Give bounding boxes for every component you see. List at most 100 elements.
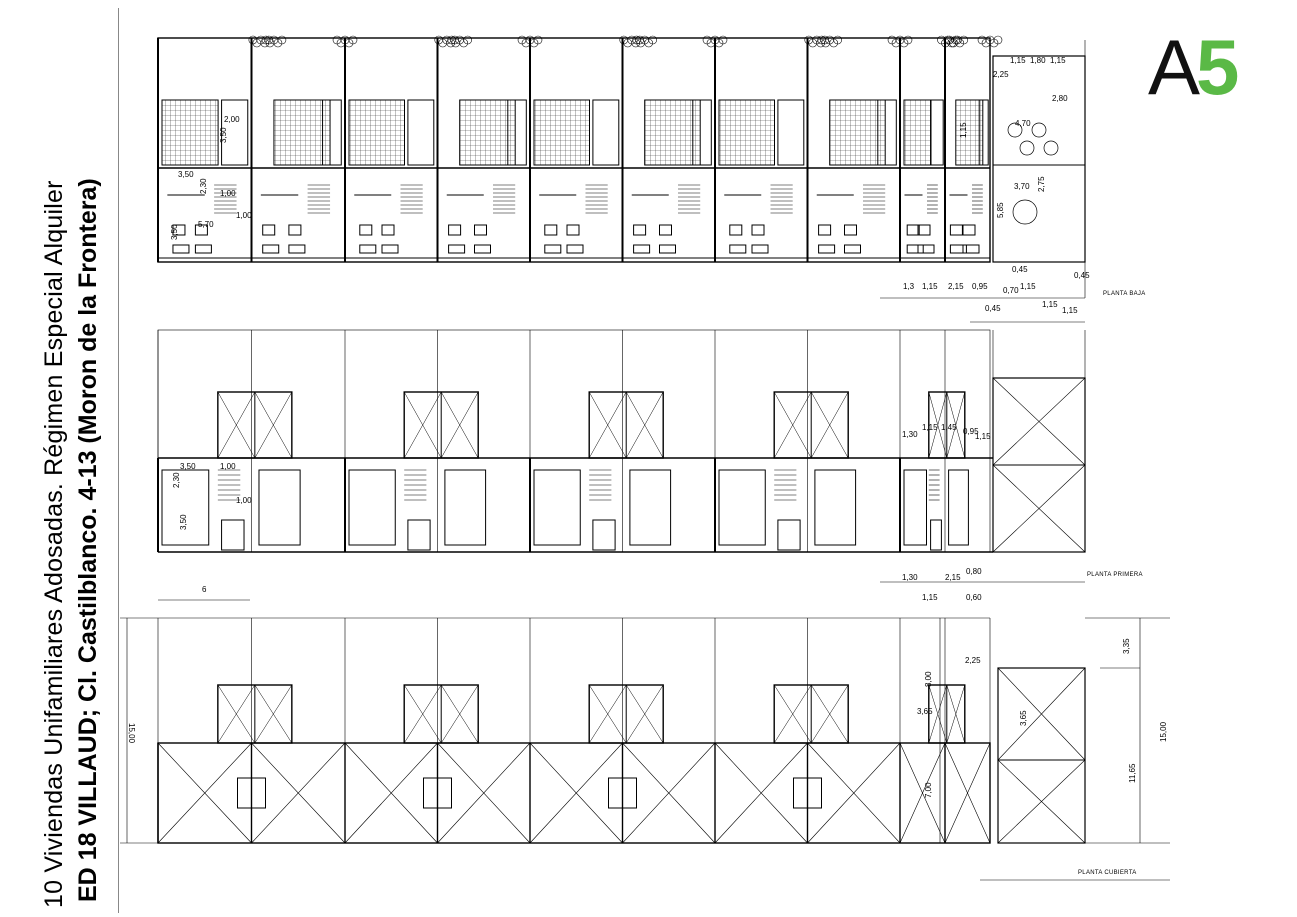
dimension: 0,45 xyxy=(1074,271,1090,280)
plan-label-roof: PLANTA CUBIERTA xyxy=(1078,870,1137,876)
sofa xyxy=(729,244,747,254)
bathroom xyxy=(221,519,245,551)
tree xyxy=(718,35,728,45)
sofa xyxy=(633,244,651,254)
patio-paving xyxy=(903,99,932,166)
dimension: 3,70 xyxy=(1014,182,1030,191)
roof-slopes xyxy=(714,742,901,844)
bathroom xyxy=(930,519,942,551)
bathroom xyxy=(322,99,342,166)
bedroom xyxy=(948,469,969,546)
sofa xyxy=(474,244,491,254)
bathroom xyxy=(407,99,435,166)
dimension: 3,50 xyxy=(219,127,228,143)
sofa xyxy=(906,244,924,254)
sofa xyxy=(818,244,836,254)
dimension: 0,45 xyxy=(1012,265,1028,274)
roof-hatch xyxy=(237,777,266,809)
bathroom xyxy=(978,99,989,166)
dimension: 2,25 xyxy=(993,70,1009,79)
sofa xyxy=(359,244,377,254)
dimension: 11,65 xyxy=(1128,763,1137,783)
sofa xyxy=(917,244,935,254)
dimension: 1,00 xyxy=(236,496,252,505)
plan-label-first: PLANTA PRIMERA xyxy=(1087,572,1143,578)
bedroom xyxy=(161,469,210,546)
dimension: 0,60 xyxy=(966,593,982,602)
roof-slopes xyxy=(899,742,991,844)
dimension: 1,15 xyxy=(975,432,991,441)
table xyxy=(288,224,302,236)
title-divider xyxy=(118,8,119,913)
bathroom xyxy=(407,519,431,551)
dimension: 3,65 xyxy=(1019,710,1028,726)
table xyxy=(659,224,672,236)
sofa xyxy=(751,244,769,254)
dimension: 0,95 xyxy=(972,282,988,291)
dimension: 5,85 xyxy=(996,202,1005,218)
bathroom xyxy=(692,99,712,166)
dimension: 3,50 xyxy=(179,514,188,530)
table xyxy=(474,224,487,236)
patio-paving xyxy=(644,99,701,166)
dimension: 1,45 xyxy=(941,423,957,432)
dimension: 5,70 xyxy=(198,220,214,229)
dimension: 1,80 xyxy=(1030,56,1046,65)
round-table xyxy=(1012,199,1038,225)
dimension: 2,25 xyxy=(965,656,981,665)
table xyxy=(906,224,920,236)
dimension: 1,15 xyxy=(922,593,938,602)
logo-letter: A xyxy=(1148,23,1200,111)
skylight-diagonals xyxy=(588,684,664,744)
dimension: 3,35 xyxy=(1122,638,1131,654)
annex-diagonals xyxy=(992,377,1086,553)
tree xyxy=(993,35,1003,45)
dimension: 1,15 xyxy=(1042,300,1058,309)
sofa xyxy=(962,244,980,254)
tree xyxy=(903,35,913,45)
roof-hatch xyxy=(608,777,637,809)
patio-paving xyxy=(273,99,331,166)
patio-paving xyxy=(955,99,984,166)
bedroom xyxy=(258,469,301,546)
dimension: 3,50 xyxy=(180,462,196,471)
sofa xyxy=(288,244,306,254)
plan-label-ground: PLANTA BAJA xyxy=(1103,291,1146,297)
patio-paving xyxy=(348,99,405,166)
bathroom xyxy=(877,99,897,166)
roof-slopes xyxy=(157,742,346,844)
bedroom xyxy=(718,469,766,546)
sofa xyxy=(544,244,562,254)
dimension: 2,00 xyxy=(224,115,240,124)
logo-number: 5 xyxy=(1196,23,1239,111)
roof-hatch xyxy=(423,777,452,809)
dimension: 1,15 xyxy=(1010,56,1026,65)
dimension: 0,80 xyxy=(966,567,982,576)
table xyxy=(262,224,276,236)
sofa xyxy=(448,244,466,254)
table xyxy=(448,224,462,236)
sofa xyxy=(566,244,584,254)
tree xyxy=(833,35,843,45)
table xyxy=(359,224,373,236)
dimension: 0,70 xyxy=(1003,286,1019,295)
dimension: 1,15 xyxy=(1020,282,1036,291)
skylight-diagonals xyxy=(403,391,479,459)
dimension: 1,00 xyxy=(220,189,236,198)
dimension: 8,00 xyxy=(924,671,933,687)
sheet-number-logo: A5 xyxy=(1148,28,1239,106)
patio-paving xyxy=(829,99,886,166)
skylight-diagonals xyxy=(773,391,849,459)
table xyxy=(544,224,558,236)
tree xyxy=(953,35,962,45)
dimension: 7,00 xyxy=(924,782,933,798)
tree xyxy=(533,35,543,45)
skylight-diagonals xyxy=(588,391,664,459)
bedroom xyxy=(444,469,487,546)
dimension: 15,00 xyxy=(1159,721,1168,742)
skylight-diagonals xyxy=(403,684,479,744)
table xyxy=(962,224,976,236)
sofa xyxy=(949,244,967,254)
patio-paving xyxy=(533,99,590,166)
